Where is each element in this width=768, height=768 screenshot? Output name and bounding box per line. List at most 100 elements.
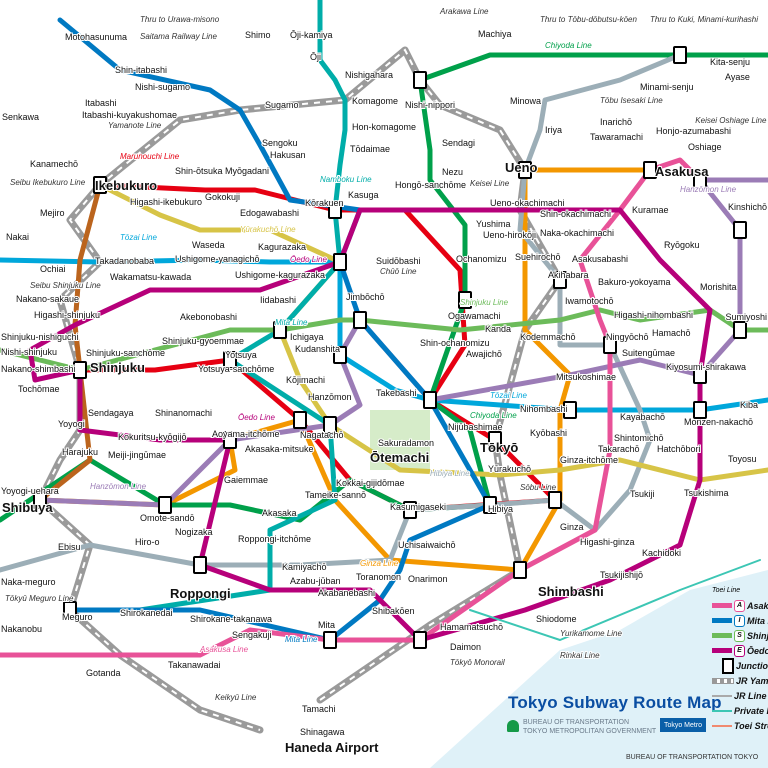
station-label[interactable]: Hatchōbori xyxy=(656,443,702,455)
station-label[interactable]: Shin-ōtsuka xyxy=(174,165,224,177)
station-label[interactable]: Yushima xyxy=(475,218,512,230)
station-label[interactable]: Shirokanedai xyxy=(119,607,174,619)
station-label[interactable]: Shinjuku-nishiguchi xyxy=(0,331,80,343)
station-label[interactable]: Shiodome xyxy=(535,613,578,625)
station-label[interactable]: Shinanomachi xyxy=(154,407,213,419)
junction-marker[interactable] xyxy=(513,561,527,579)
station-label[interactable]: Asakusa xyxy=(654,163,710,180)
junction-marker[interactable] xyxy=(328,201,342,219)
station-label[interactable]: Shirokane-takanawa xyxy=(189,613,273,625)
station-label[interactable]: Roppongi-itchōme xyxy=(237,533,312,545)
junction-marker[interactable] xyxy=(673,46,687,64)
station-label[interactable]: Nishigahara xyxy=(344,69,394,81)
station-label[interactable]: Higashi-shinjuku xyxy=(33,309,101,321)
station-label[interactable]: Shinjuku-gyoemmae xyxy=(161,335,245,347)
station-label[interactable]: Shintomichō xyxy=(613,432,665,444)
station-label[interactable]: Asakusabashi xyxy=(571,253,629,265)
station-label[interactable]: Machiya xyxy=(477,28,513,40)
station-label[interactable]: Omote-sandō xyxy=(139,512,196,524)
junction-marker[interactable] xyxy=(563,401,577,419)
station-label[interactable]: Ueno xyxy=(504,159,539,176)
station-label[interactable]: Mejiro xyxy=(39,207,66,219)
station-label[interactable]: Naka-okachimachi xyxy=(539,227,615,239)
station-label[interactable]: Oshiage xyxy=(687,141,723,153)
junction-marker[interactable] xyxy=(518,161,532,179)
station-label[interactable]: Nezu xyxy=(441,166,464,178)
station-label[interactable]: Kachidoki xyxy=(641,547,682,559)
station-label[interactable]: Motohasunuma xyxy=(64,31,128,43)
station-label[interactable]: Takebashi xyxy=(375,387,418,399)
station-label[interactable]: Suidōbashi xyxy=(375,255,422,267)
station-label[interactable]: Yoyogi-uehara xyxy=(0,485,60,497)
station-label[interactable]: Ginza xyxy=(559,521,585,533)
station-label[interactable]: Nishi-shinjuku xyxy=(0,346,58,358)
station-label[interactable]: Ebisu xyxy=(57,541,82,553)
station-label[interactable]: Tameike-sannō xyxy=(304,489,367,501)
station-label[interactable]: Meiji-jingūmae xyxy=(107,449,167,461)
station-label[interactable]: Kiyosumi-shirakawa xyxy=(665,361,747,373)
station-label[interactable]: Sendagi xyxy=(441,137,476,149)
station-label[interactable]: Sumiyoshi xyxy=(724,311,768,323)
station-label[interactable]: Kanamechō xyxy=(29,158,79,170)
station-label[interactable]: Senkawa xyxy=(1,111,40,123)
station-label[interactable]: Kuramae xyxy=(631,204,670,216)
station-label[interactable]: Inarichō xyxy=(599,116,633,128)
junction-marker[interactable] xyxy=(333,253,347,271)
station-label[interactable]: Akasaka xyxy=(261,507,298,519)
station-label[interactable]: Shinagawa xyxy=(299,726,346,738)
junction-marker[interactable] xyxy=(693,366,707,384)
station-label[interactable]: Hibiya xyxy=(487,503,514,515)
station-label[interactable]: Tawaramachi xyxy=(589,131,644,143)
station-label[interactable]: Akihabara xyxy=(547,269,590,281)
junction-marker[interactable] xyxy=(693,171,707,189)
station-label[interactable]: Tsukiji xyxy=(629,488,656,500)
station-label[interactable]: Akebonobashi xyxy=(179,311,238,323)
station-label[interactable]: Iriya xyxy=(544,124,563,136)
station-label[interactable]: Minami-senju xyxy=(639,81,695,93)
station-label[interactable]: Haneda Airport xyxy=(284,739,380,756)
junction-marker[interactable] xyxy=(733,221,747,239)
station-label[interactable]: Hamamatsuchō xyxy=(439,621,504,633)
station-label[interactable]: Toyosu xyxy=(727,453,758,465)
station-label[interactable]: Kanda xyxy=(484,323,512,335)
junction-marker[interactable] xyxy=(483,496,497,514)
junction-marker[interactable] xyxy=(458,291,472,309)
station-label[interactable]: Shinjuku xyxy=(89,359,146,376)
station-label[interactable]: Ueno-okachimachi xyxy=(489,197,566,209)
station-label[interactable]: Bakuro-yokoyama xyxy=(597,276,672,288)
station-label[interactable]: Nakano-sakaue xyxy=(15,293,80,305)
station-label[interactable]: Sengakuji xyxy=(231,629,273,641)
junction-marker[interactable] xyxy=(193,556,207,574)
station-label[interactable]: Nagatachō xyxy=(299,429,345,441)
station-label[interactable]: Higashi-ikebukuro xyxy=(129,196,203,208)
station-label[interactable]: Ochiai xyxy=(39,263,67,275)
station-label[interactable]: Akabanebashi xyxy=(317,587,376,599)
station-label[interactable]: Kinshichō xyxy=(727,201,768,213)
station-label[interactable]: Yotsuya xyxy=(224,349,258,361)
station-label[interactable]: Ōji xyxy=(309,51,322,63)
station-label[interactable]: Nogizaka xyxy=(174,526,214,538)
junction-marker[interactable] xyxy=(693,401,707,419)
junction-marker[interactable] xyxy=(423,391,437,409)
junction-marker[interactable] xyxy=(158,496,172,514)
junction-marker[interactable] xyxy=(413,71,427,89)
station-label[interactable]: Ushigome-yanagichō xyxy=(174,253,261,265)
station-label[interactable]: Ginza-itchōme xyxy=(559,454,619,466)
station-label[interactable]: Nishi-sugamo xyxy=(134,81,191,93)
station-label[interactable]: Takadanobaba xyxy=(94,255,155,267)
station-label[interactable]: Shin-okachimachi xyxy=(539,208,612,220)
station-label[interactable]: Ogawamachi xyxy=(447,310,502,322)
station-label[interactable]: Azabu-jūban xyxy=(289,575,342,587)
station-label[interactable]: Kiba xyxy=(739,399,759,411)
junction-marker[interactable] xyxy=(413,631,427,649)
junction-marker[interactable] xyxy=(353,311,367,329)
junction-marker[interactable] xyxy=(323,631,337,649)
station-label[interactable]: Tochōmae xyxy=(17,383,61,395)
station-label[interactable]: Ōji-kamiya xyxy=(289,29,334,41)
station-label[interactable]: Tamachi xyxy=(301,703,337,715)
station-label[interactable]: Ōtemachi xyxy=(369,449,430,466)
station-label[interactable]: Suitengūmae xyxy=(621,347,676,359)
station-label[interactable]: Kasuga xyxy=(347,189,380,201)
station-label[interactable]: Meguro xyxy=(61,611,94,623)
